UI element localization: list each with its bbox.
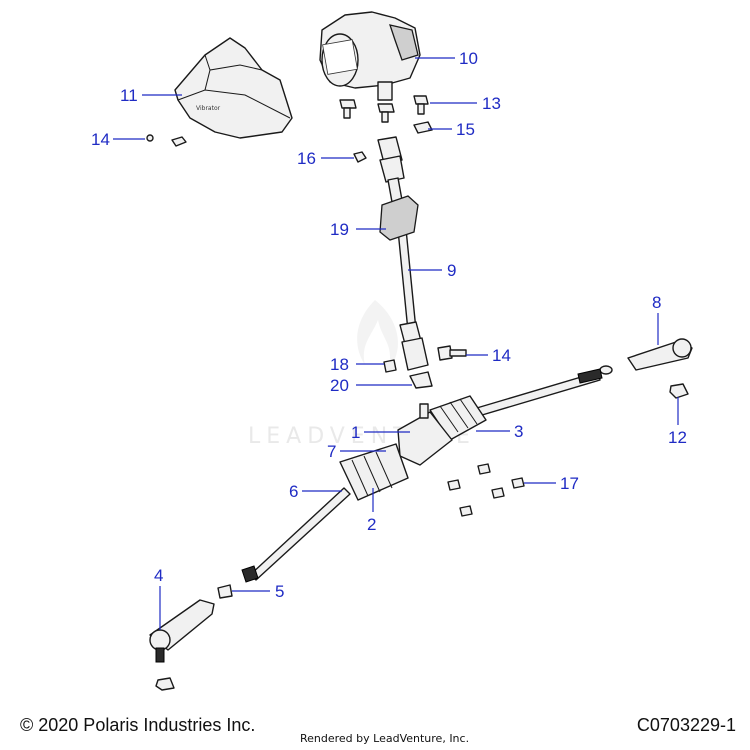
watermark-logo <box>357 300 398 370</box>
callout-18: 18 <box>330 355 349 374</box>
push-rivet-part[interactable] <box>146 134 187 147</box>
bolt-part[interactable] <box>413 121 433 134</box>
cover-part[interactable]: Vibrator <box>174 37 293 139</box>
callout-17-upper: 16 <box>297 149 316 168</box>
callout-15: 15 <box>456 120 475 139</box>
callout-6: 6 <box>289 482 298 501</box>
callout-7: 7 <box>327 442 336 461</box>
nut-part[interactable] <box>353 151 367 163</box>
callout-16: 14 <box>91 130 110 149</box>
callout-1: 1 <box>351 423 360 442</box>
callout-10: 10 <box>459 49 478 68</box>
rendered-by-text: Rendered by LeadVenture, Inc. <box>300 732 470 745</box>
callout-4: 4 <box>154 566 163 585</box>
callout-2: 2 <box>367 515 376 534</box>
callout-17-lower: 17 <box>560 474 579 493</box>
callout-9: 9 <box>447 261 456 280</box>
bolt-part[interactable] <box>339 95 429 123</box>
nut-part[interactable] <box>383 359 397 373</box>
nut-part[interactable] <box>155 677 175 691</box>
callout-14: 14 <box>492 346 511 365</box>
clip-part[interactable] <box>409 371 433 389</box>
callout-5: 5 <box>275 582 284 601</box>
eps-unit-part[interactable] <box>319 11 421 101</box>
nut-set-part[interactable] <box>447 463 525 517</box>
steering-rack-part[interactable] <box>241 368 603 583</box>
callout-19: 19 <box>330 220 349 239</box>
callout-3: 3 <box>514 422 523 441</box>
jam-nut-part[interactable] <box>217 584 233 599</box>
copyright-text: © 2020 Polaris Industries Inc. <box>20 715 256 735</box>
callout-20: 20 <box>330 376 349 395</box>
steering-shaft-part[interactable] <box>377 136 429 371</box>
shaft-seal-part[interactable] <box>379 195 419 241</box>
nut-part[interactable] <box>669 383 689 399</box>
diagram-code: C0703229-1 <box>636 715 736 735</box>
svg-text:Vibrator: Vibrator <box>196 105 221 112</box>
callout-12: 12 <box>668 428 687 447</box>
callout-8: 8 <box>652 293 661 312</box>
tie-rod-end-part[interactable] <box>599 338 693 375</box>
callout-13: 13 <box>482 94 501 113</box>
callout-11: 11 <box>120 86 138 105</box>
bolt-part[interactable] <box>437 345 467 361</box>
